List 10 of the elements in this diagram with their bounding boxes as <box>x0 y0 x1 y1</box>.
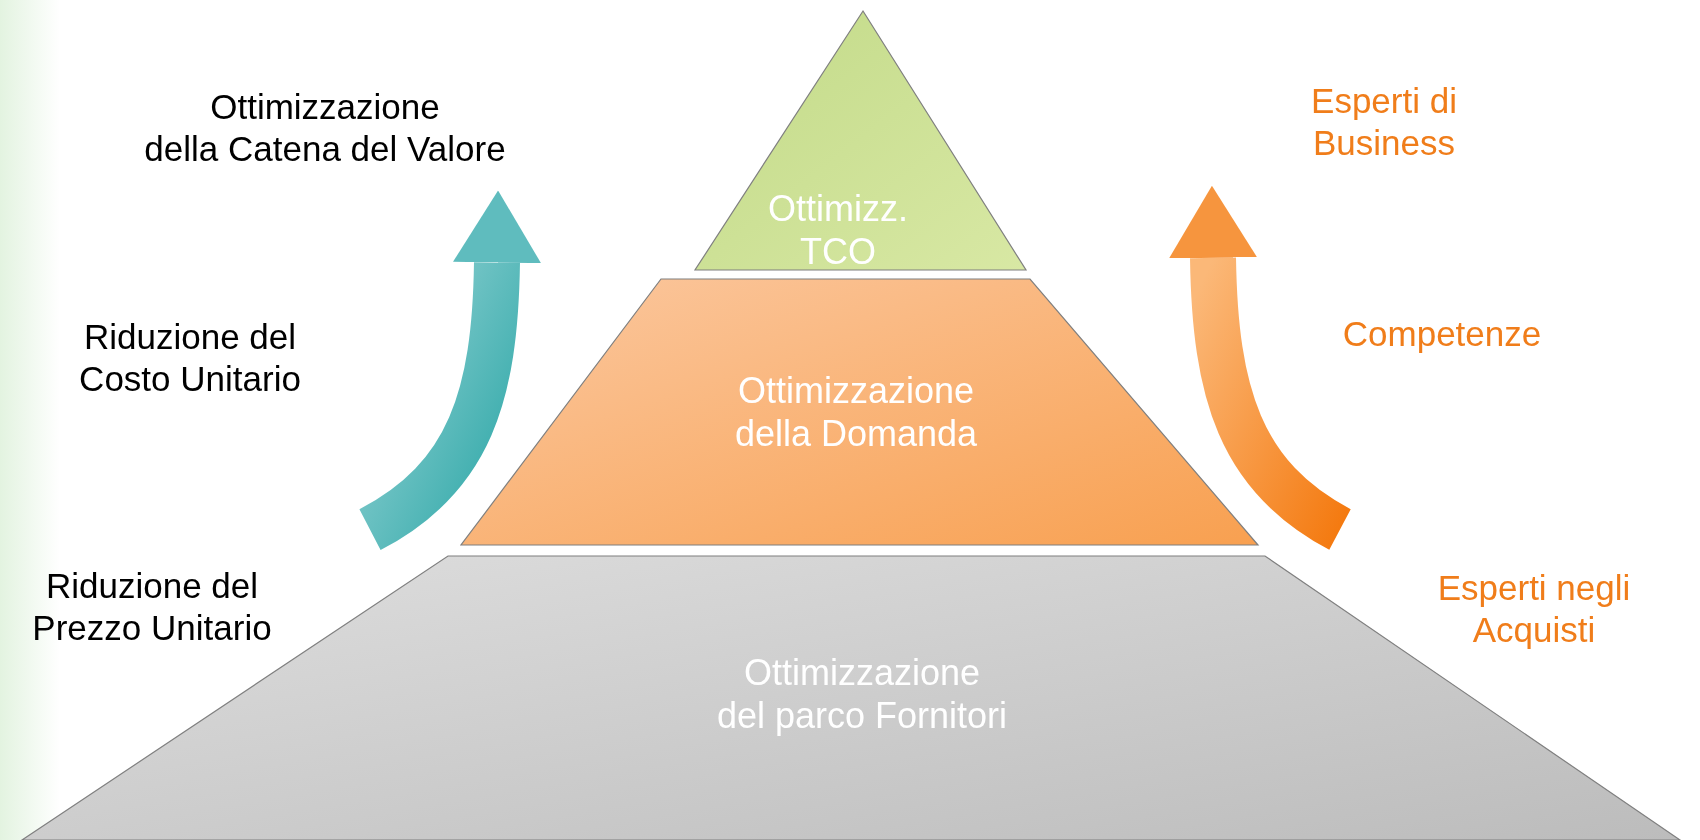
side-label: Riduzione del Prezzo Unitario <box>32 565 272 649</box>
curved-arrow <box>1169 185 1352 550</box>
side-label: Riduzione del Costo Unitario <box>79 316 301 400</box>
layer-label: Ottimizzazione della Domanda <box>734 368 978 456</box>
side-label: Ottimizzazione della Catena del Valore <box>144 86 506 170</box>
side-label: Esperti negli Acquisti <box>1437 567 1631 651</box>
side-label: Competenze <box>1342 313 1542 355</box>
curved-arrow <box>358 190 541 550</box>
side-label: Esperti di Business <box>1311 80 1457 164</box>
layer-label: Ottimizz. TCO <box>768 186 908 274</box>
